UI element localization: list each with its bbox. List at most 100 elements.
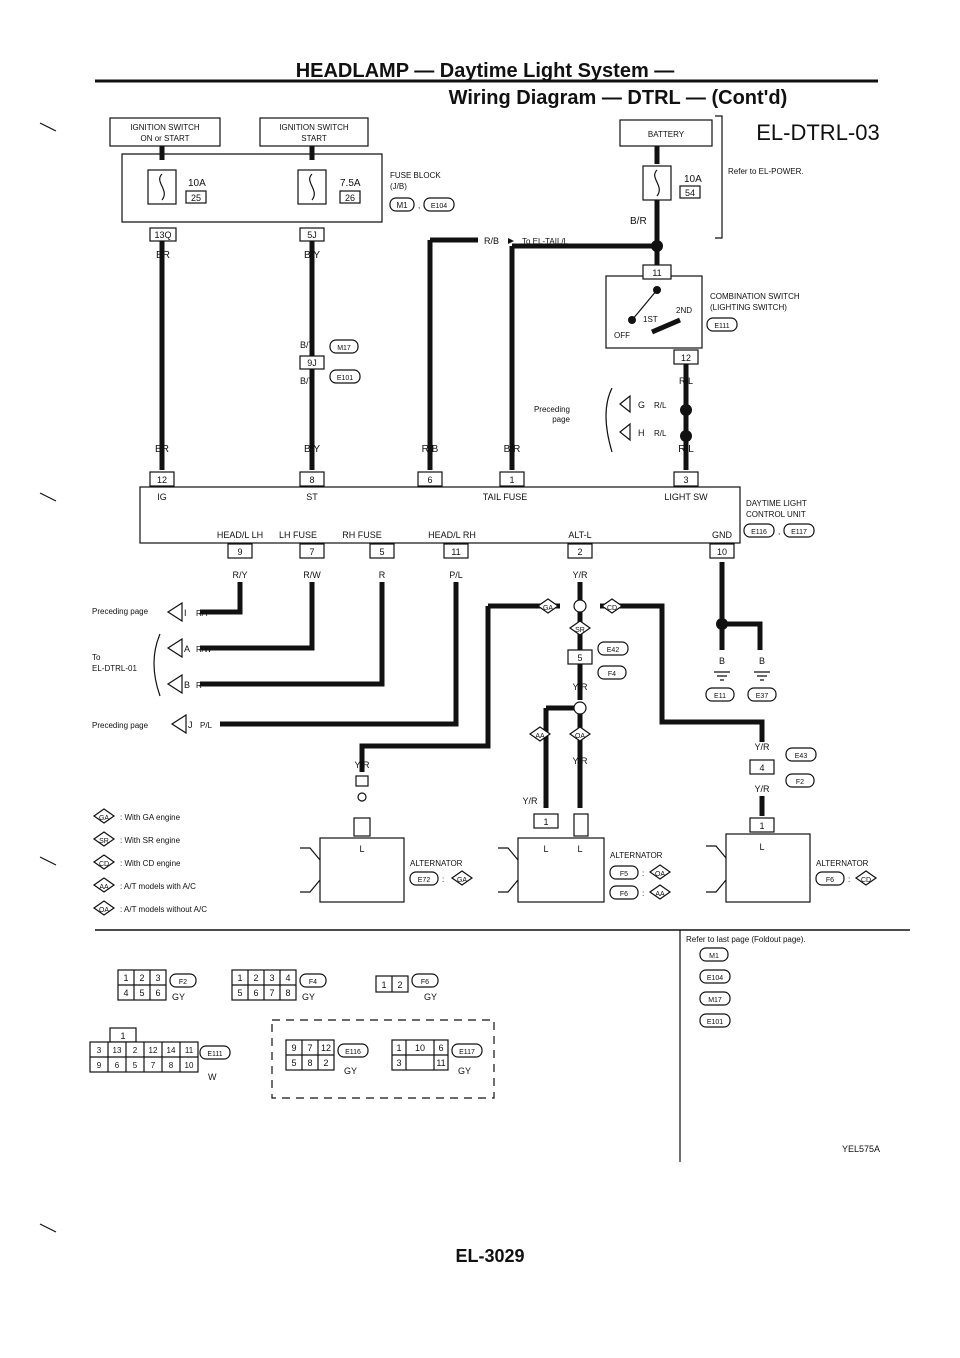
svg-text:R/W: R/W [303,570,321,580]
svg-text:B/Y: B/Y [304,444,320,455]
svg-text:7: 7 [151,1061,156,1070]
svg-text:OFF: OFF [614,331,630,340]
svg-text:1: 1 [396,1043,401,1053]
svg-text:HEAD/L LH: HEAD/L LH [217,530,263,540]
svg-text:Y/R: Y/R [754,784,770,794]
image-id: YEL575A [842,1144,880,1154]
svg-text:A: A [184,644,190,654]
page-number: EL-3029 [455,1246,524,1266]
svg-text:ALTERNATOR: ALTERNATOR [610,851,663,860]
svg-text:F2: F2 [179,979,187,986]
svg-text:2: 2 [323,1058,328,1068]
svg-text:3: 3 [155,973,160,983]
fuse2-num: 26 [345,193,355,203]
svg-text:8: 8 [169,1061,174,1070]
refer-power: Refer to EL-POWER. [728,167,804,176]
svg-text:11: 11 [185,1046,194,1055]
svg-text:LH FUSE: LH FUSE [279,530,317,540]
svg-text:GND: GND [712,530,733,540]
svg-text::: : [642,869,644,878]
svg-text:10A: 10A [684,174,702,185]
svg-text:3: 3 [683,475,688,485]
svg-text:CD: CD [861,877,871,884]
svg-text:,: , [778,527,780,536]
svg-text:E111: E111 [714,323,729,330]
svg-text:F4: F4 [309,979,317,986]
svg-text:1: 1 [237,973,242,983]
svg-text:Y/R: Y/R [754,742,770,752]
svg-text:13Q: 13Q [154,230,171,240]
connector-e117: 1 10 6 3 11 E117 GY [391,1039,483,1076]
svg-text:B: B [719,656,725,666]
svg-text:L: L [759,842,764,852]
svg-text:F6: F6 [826,877,834,884]
svg-text:5J: 5J [307,230,317,240]
connector-e116: 9 7 12 5 8 2 E116 GY [285,1039,369,1076]
svg-text:E11: E11 [714,693,726,700]
svg-text:P/L: P/L [449,570,463,580]
svg-text:11: 11 [436,1058,445,1068]
svg-text:SR: SR [575,627,585,634]
svg-text:8: 8 [307,1058,312,1068]
svg-text:14: 14 [167,1046,176,1055]
svg-text:10: 10 [717,547,727,557]
svg-text:,: , [418,201,420,210]
battery-label: BATTERY [648,130,685,139]
svg-text:BR: BR [155,444,169,455]
svg-text:: A/T models with A/C: : A/T models with A/C [120,882,196,891]
svg-text:1: 1 [509,475,514,485]
ign-start-l1: IGNITION SWITCH [279,123,349,132]
svg-text:8: 8 [309,475,314,485]
svg-text::: : [848,875,850,884]
svg-text:5: 5 [379,547,384,557]
alternator-right [725,833,811,903]
svg-text:To: To [92,653,101,662]
svg-text:B: B [184,680,190,690]
svg-text:R/L: R/L [654,429,667,438]
svg-text:: With GA engine: : With GA engine [120,813,181,822]
svg-text:F6: F6 [421,979,429,986]
svg-text:R/W: R/W [196,645,212,654]
svg-text:5: 5 [237,988,242,998]
svg-text:: With CD engine: : With CD engine [120,859,181,868]
svg-text::: : [642,889,644,898]
svg-text:E101: E101 [337,375,353,382]
svg-text:12: 12 [681,353,691,363]
svg-text:6: 6 [427,475,432,485]
ignition-switch-on-label-box [109,117,221,147]
svg-text:M17: M17 [708,997,722,1004]
svg-text:TAIL FUSE: TAIL FUSE [483,492,528,502]
svg-text:Preceding page: Preceding page [92,607,149,616]
svg-text:1: 1 [120,1031,125,1041]
svg-text:3: 3 [97,1046,102,1055]
svg-text:R/B: R/B [422,444,439,455]
svg-text:2: 2 [397,980,402,990]
ignition-switch-start-label-box [259,117,369,147]
svg-text:: A/T models without A/C: : A/T models without A/C [120,905,207,914]
svg-text:6: 6 [155,988,160,998]
svg-text:F5: F5 [620,871,628,878]
svg-text:H: H [638,428,645,438]
svg-text:7: 7 [269,988,274,998]
svg-text:HEAD/L RH: HEAD/L RH [428,530,476,540]
svg-text:4: 4 [759,763,764,773]
svg-text:R: R [379,570,386,580]
svg-text:: With SR engine: : With SR engine [120,836,181,845]
svg-text:GA: GA [543,605,553,612]
svg-text:E72: E72 [418,877,431,884]
svg-text:10: 10 [415,1043,425,1053]
svg-text:R/B: R/B [484,236,499,246]
svg-text:R: R [196,681,202,690]
svg-text:13: 13 [113,1046,122,1055]
svg-text:CONTROL UNIT: CONTROL UNIT [746,510,806,519]
svg-text::: : [442,875,444,884]
svg-text:12: 12 [321,1043,331,1053]
svg-text:OA: OA [655,871,665,878]
svg-text:LIGHT SW: LIGHT SW [664,492,708,502]
svg-text:8: 8 [285,988,290,998]
svg-text:ST: ST [306,492,318,502]
svg-text:4: 4 [123,988,128,998]
svg-text:L: L [543,844,548,854]
svg-text:B: B [759,656,765,666]
